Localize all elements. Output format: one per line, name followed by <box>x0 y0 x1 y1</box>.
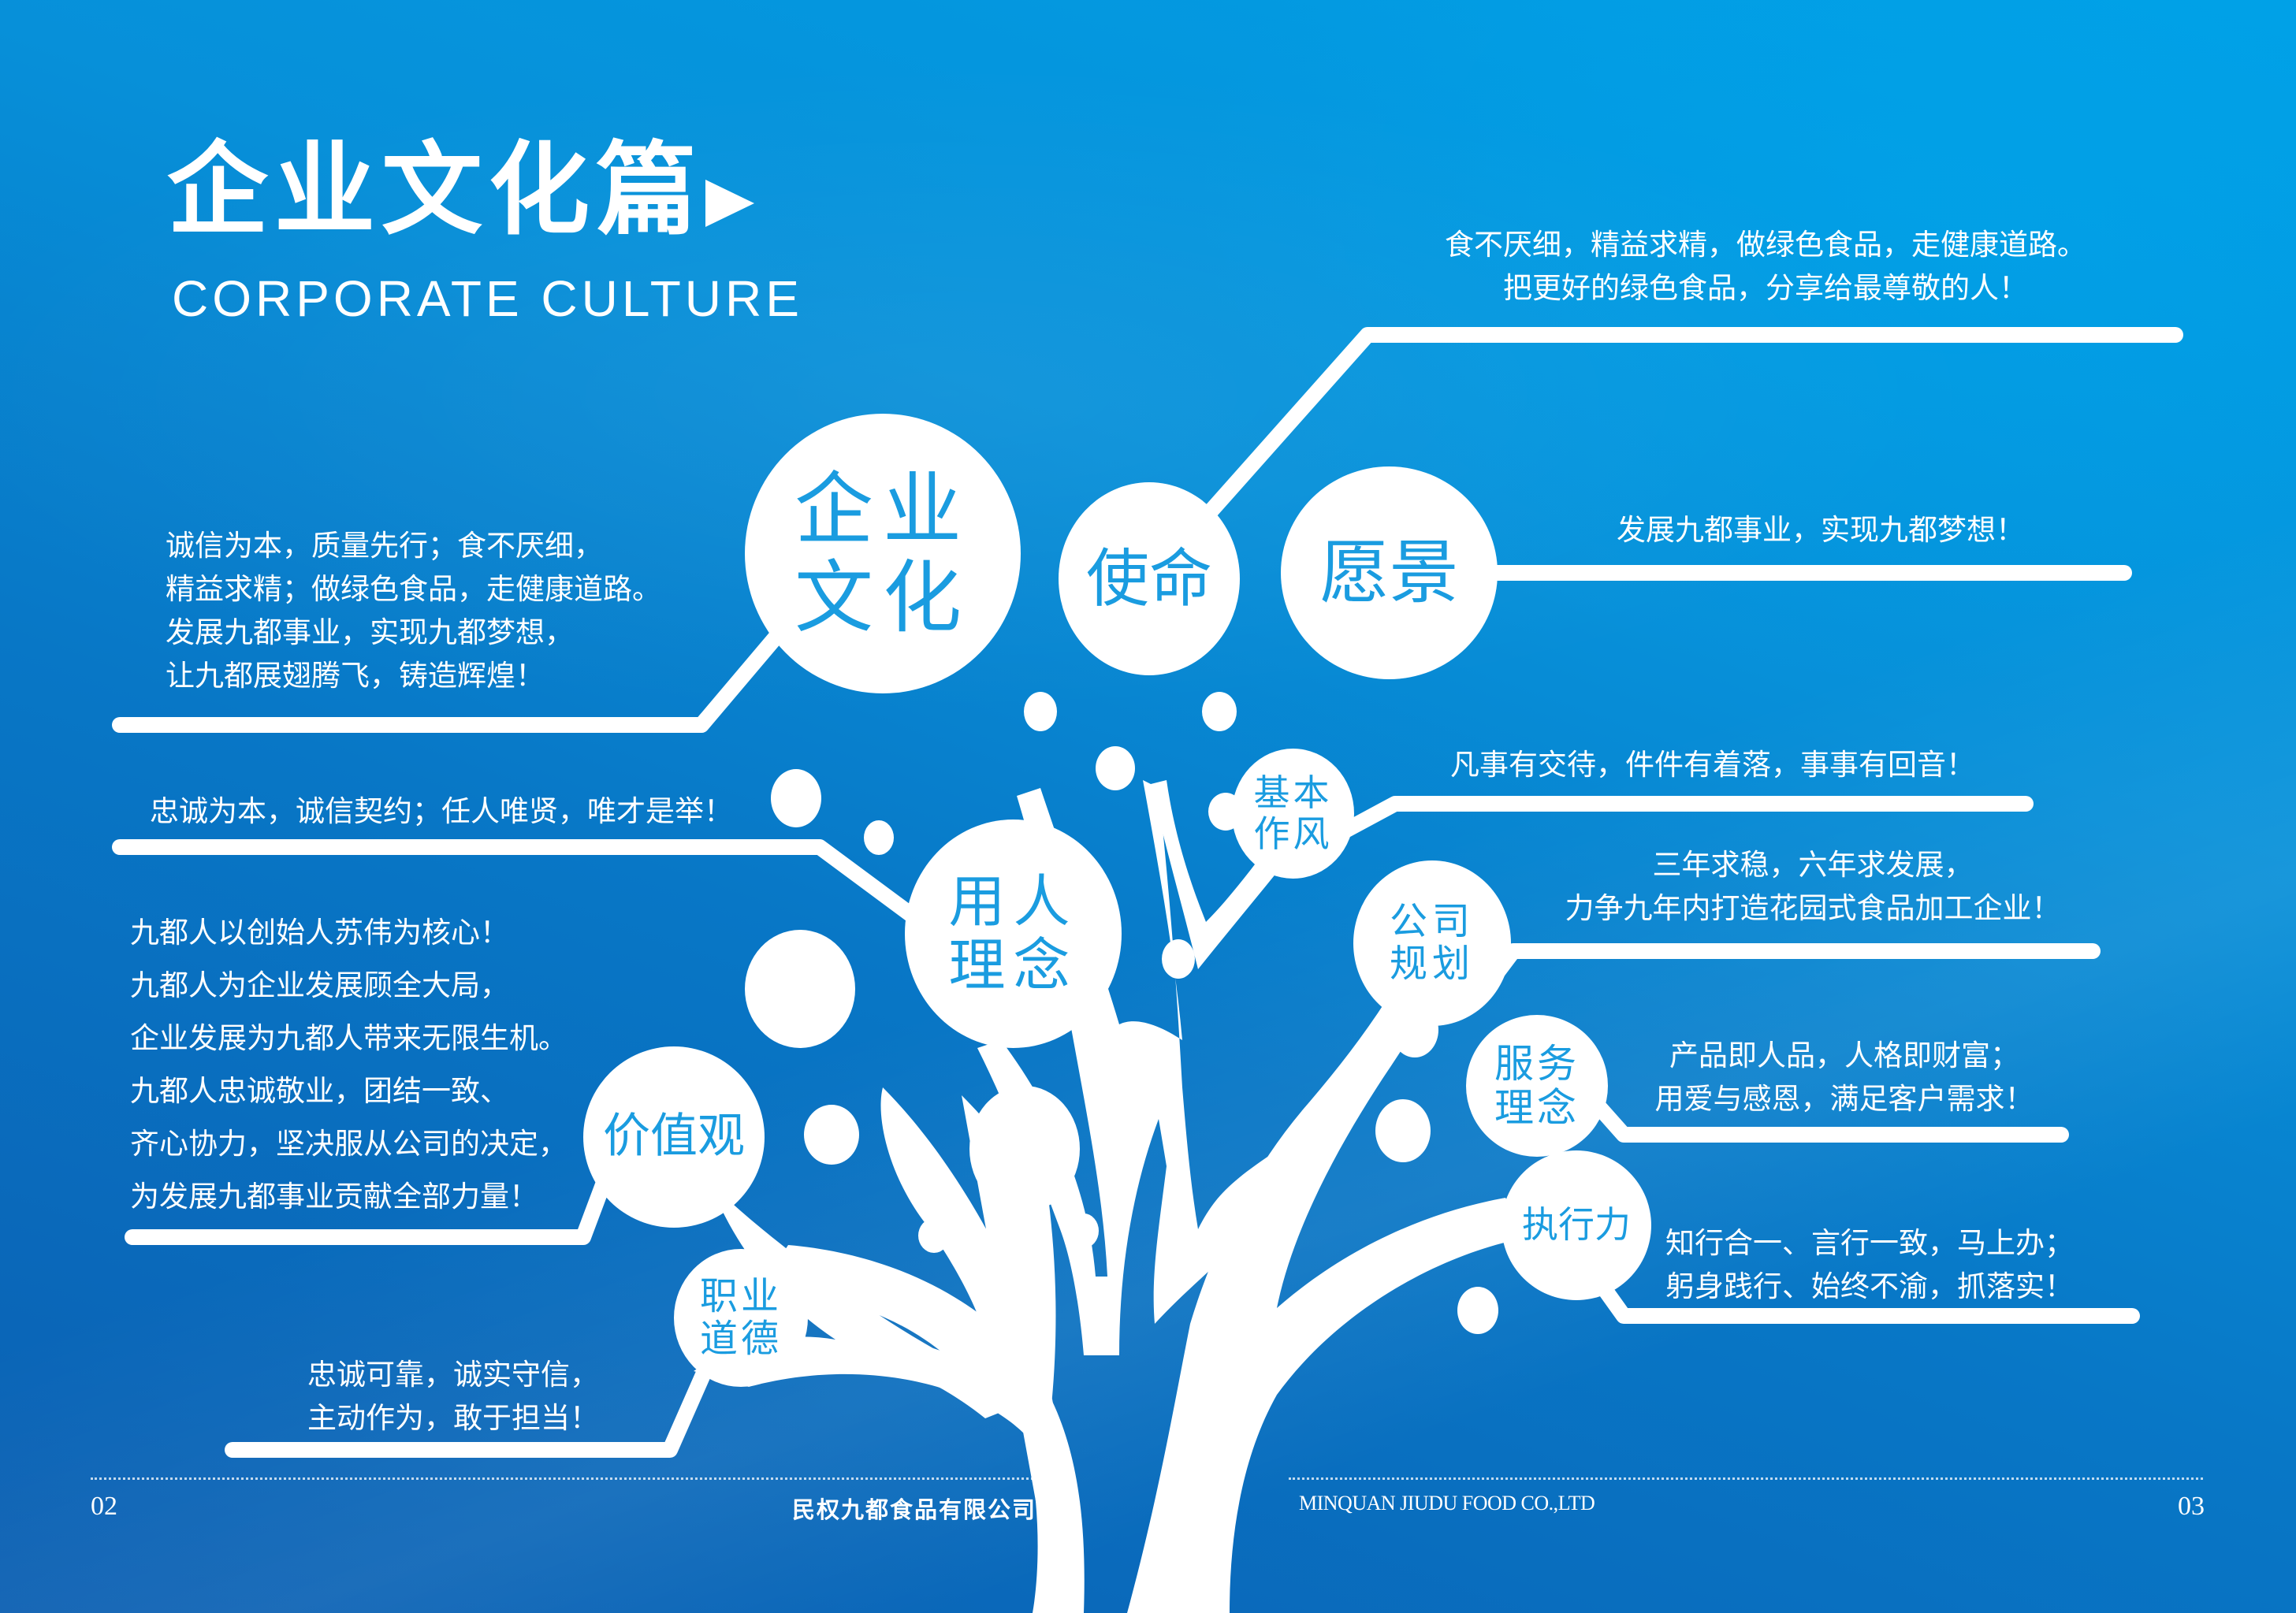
bubble-talent-line2: 理念 <box>948 932 1078 998</box>
page-title: 企业文化篇 <box>167 132 704 249</box>
bubble-service-line2: 理念 <box>1494 1085 1580 1131</box>
planning-line: 力争九年内打造花园式食品加工企业！ <box>1565 891 2061 925</box>
bubble-values: 价值观 <box>583 1046 765 1228</box>
decorative-dots <box>745 692 1498 1334</box>
culture-line: 诚信为本，质量先行；食不厌细， <box>166 529 603 563</box>
page-number-left: 02 <box>91 1492 117 1521</box>
bubble-talent: 用人理念 <box>905 820 1122 1048</box>
bubble-ethics-line1: 职业 <box>699 1273 782 1318</box>
talent-text: 忠诚为本，诚信契约；任人唯贤，唯才是举！ <box>150 790 733 833</box>
culture-line: 精益求精；做绿色食品，走健康道路。 <box>166 572 661 606</box>
bubble-style: 基本作风 <box>1232 749 1354 879</box>
bubble-talent-line1: 用人 <box>948 868 1078 935</box>
planning-line: 三年求稳，六年求发展， <box>1652 848 1974 882</box>
bubble-vision: 愿景 <box>1281 466 1498 679</box>
mission-text: 食不厌细，精益求精，做绿色食品，走健康道路。 把更好的绿色食品，分享给最尊敬的人… <box>1399 223 2132 310</box>
values-line: 九都人以创始人苏伟为核心！ <box>130 916 509 950</box>
execution-text: 知行合一、言行一致，马上办； 躬身践行、始终不渝，抓落实！ <box>1665 1221 2074 1308</box>
bubble-ethics-line2: 道德 <box>699 1316 782 1361</box>
chevron-right-icon <box>705 180 754 227</box>
bubble-planning-line1: 公司 <box>1389 899 1475 944</box>
bubble-vision-label: 愿景 <box>1319 531 1459 613</box>
footer-divider-left <box>91 1477 1076 1480</box>
service-text: 产品即人品，人格即财富； 用爱与感恩，满足客户需求！ <box>1639 1034 2049 1121</box>
footer-divider-right <box>1289 1477 2203 1480</box>
values-line: 九都人为企业发展顾全大局， <box>130 968 509 1002</box>
ethics-connector <box>225 1344 721 1458</box>
company-name-en: MINQUAN JIUDU FOOD CO.,LTD <box>1299 1492 1595 1515</box>
bubble-culture-line2: 文化 <box>794 551 971 644</box>
bubble-mission-label: 使命 <box>1086 541 1212 615</box>
mission-line: 把更好的绿色食品，分享给最尊敬的人！ <box>1503 271 2028 305</box>
service-line: 用爱与感恩，满足客户需求！ <box>1654 1082 2034 1116</box>
talent-connector <box>112 839 934 934</box>
values-connector <box>125 1166 615 1245</box>
style-connector <box>1336 796 2034 839</box>
values-line: 九都人忠诚敬业，团结一致、 <box>130 1074 509 1108</box>
culture-line: 发展九都事业，实现九都梦想， <box>166 615 574 649</box>
bubble-culture: 企业文化 <box>745 414 1021 693</box>
execution-line: 躬身践行、始终不渝，抓落实！ <box>1665 1269 2074 1303</box>
bubble-culture-line1: 企业 <box>794 463 971 556</box>
culture-text: 诚信为本，质量先行；食不厌细， 精益求精；做绿色食品，走健康道路。 发展九都事业… <box>166 524 661 697</box>
page-number-right: 03 <box>2178 1492 2205 1521</box>
values-text: 九都人以创始人苏伟为核心！ 九都人为企业发展顾全大局， 企业发展为九都人带来无限… <box>130 906 567 1223</box>
bubble-execution: 执行力 <box>1502 1150 1651 1300</box>
bubble-service-line1: 服务 <box>1494 1041 1580 1087</box>
ethics-line: 忠诚可靠，诚实守信， <box>307 1358 599 1392</box>
page-subtitle: CORPORATE CULTURE <box>172 270 803 327</box>
planning-text: 三年求稳，六年求发展， 力争九年内打造花园式食品加工企业！ <box>1545 843 2081 930</box>
culture-connector <box>112 615 796 733</box>
planning-connector <box>1474 943 2101 1001</box>
bubble-values-label: 价值观 <box>603 1109 745 1165</box>
company-name-cn: 民权九都食品有限公司 <box>792 1496 1037 1523</box>
values-line: 齐心协力，坚决服从公司的决定， <box>130 1127 567 1161</box>
bubble-style-line1: 基本 <box>1253 771 1333 814</box>
vision-line: 发展九都事业，实现九都梦想！ <box>1617 513 2025 547</box>
style-line: 凡事有交待，件件有着落，事事有回音！ <box>1450 748 1975 782</box>
bubble-service: 服务理念 <box>1466 1015 1608 1157</box>
style-text: 凡事有交待，件件有着落，事事有回音！ <box>1450 743 1975 786</box>
talent-line: 忠诚为本，诚信契约；任人唯贤，唯才是举！ <box>150 794 733 828</box>
execution-line: 知行合一、言行一致，马上办； <box>1665 1226 2074 1260</box>
bubble-style-line2: 作风 <box>1253 812 1333 855</box>
culture-line: 让九都展翅腾飞，铸造辉煌！ <box>166 659 545 693</box>
service-line: 产品即人品，人格即财富； <box>1669 1039 2019 1072</box>
mission-connector <box>1202 327 2183 520</box>
ethics-text: 忠诚可靠，诚实守信， 主动作为，敢于担当！ <box>307 1353 599 1440</box>
vision-text: 发展九都事业，实现九都梦想！ <box>1576 508 2065 552</box>
bubble-ethics: 职业道德 <box>674 1249 808 1387</box>
bubble-execution-label: 执行力 <box>1522 1203 1631 1247</box>
bubble-planning-line2: 规划 <box>1389 942 1475 986</box>
bubble-mission: 使命 <box>1059 482 1240 675</box>
ethics-line: 主动作为，敢于担当！ <box>307 1401 599 1435</box>
mission-line: 食不厌细，精益求精，做绿色食品，走健康道路。 <box>1445 228 2086 262</box>
values-line: 为发展九都事业贡献全部力量！ <box>130 1180 538 1213</box>
bubble-planning: 公司规划 <box>1353 860 1511 1026</box>
values-line: 企业发展为九都人带来无限生机。 <box>130 1021 567 1055</box>
